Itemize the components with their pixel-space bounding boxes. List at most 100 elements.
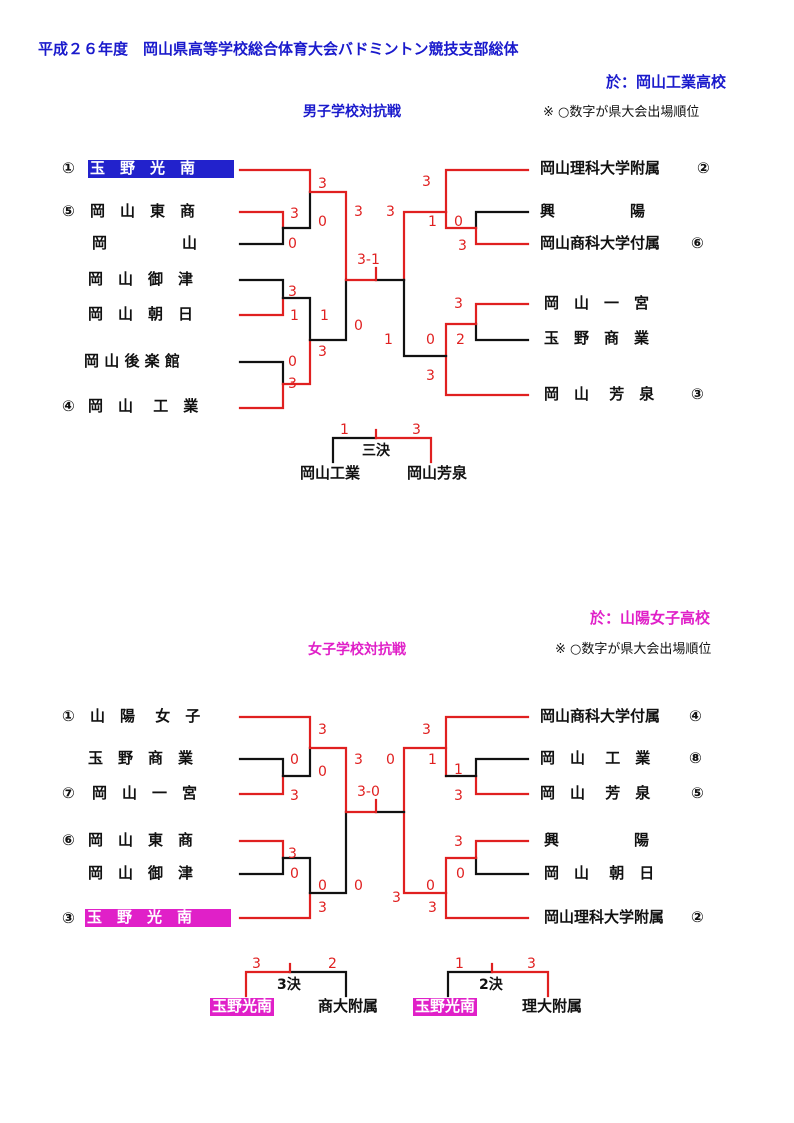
boys-left-team-1: 玉 野 光 南 <box>88 160 234 178</box>
girls-line-qf2-top <box>281 856 312 895</box>
boys-score-qf2-top: 1 <box>320 308 329 324</box>
boys-score-sf-right-bottom: 1 <box>384 332 393 348</box>
boys-third-left-team: 岡山工業 <box>300 464 361 482</box>
boys-line-tamanosho <box>474 322 530 342</box>
girls-second-right-score: 3 <box>527 956 536 972</box>
girls-line-qf2-winner <box>308 810 348 895</box>
girls-second-left-team: 玉野光南 <box>413 997 478 1016</box>
boys-third-label: 三決 <box>362 442 391 459</box>
girls-third-right-team: 商大附属 <box>318 997 379 1015</box>
boys-score-ichinomiya: 3 <box>454 296 463 312</box>
boys-line-qf-r2-winner <box>402 278 448 358</box>
girls-score-qf-r2: 0 <box>426 878 435 894</box>
boys-line-kogyo <box>238 382 285 410</box>
girls-right-team-3: 岡 山 芳 泉 <box>540 784 651 802</box>
boys-line-koyo <box>474 210 530 230</box>
boys-score-shoka: 3 <box>458 238 467 254</box>
boys-right-team-5: 玉 野 商 業 <box>544 329 650 347</box>
girls-line-konan <box>238 891 312 920</box>
girls-score-qf1-bottom: 0 <box>318 764 327 780</box>
girls-right-team-6: 岡山理科大学附属 <box>544 908 665 926</box>
boys-score-qf2-bottom: 3 <box>318 344 327 360</box>
girls-right-rank-3: ⑤ <box>691 784 704 802</box>
boys-third-left-score: 1 <box>340 422 349 438</box>
boys-line-qf1-bottom <box>281 190 312 230</box>
girls-score-sanyo: 3 <box>318 722 327 738</box>
girls-section-title: 女子学校対抗戦 <box>308 642 406 658</box>
girls-second-left-score: 1 <box>455 956 464 972</box>
girls-left-rank-1: ① <box>62 707 75 725</box>
girls-score-tamanosho: 0 <box>290 752 299 768</box>
boys-third-left-line <box>331 436 378 464</box>
boys-score-konan: 3 <box>318 176 327 192</box>
girls-line-asahi <box>474 856 530 876</box>
boys-right-team-6: 岡 山 芳 泉 <box>544 385 655 403</box>
page-title: 平成２６年度 岡山県高等学校総合体育大会バドミントン競技支部総体 <box>38 40 519 58</box>
boys-score-okayama: 0 <box>288 236 297 252</box>
girls-line-sanyo <box>238 715 312 750</box>
girls-left-team-5: 岡 山 御 津 <box>88 864 194 882</box>
boys-score-asahi: 1 <box>290 308 299 324</box>
girls-score-sf-left: 3 <box>354 752 363 768</box>
girls-left-team-6: 玉 野 光 南 <box>85 909 231 927</box>
girls-line-qf1-bottom <box>281 746 312 778</box>
boys-left-rank-7: ④ <box>62 397 75 415</box>
boys-line-okayama <box>238 226 285 246</box>
boys-left-rank-2: ⑤ <box>62 202 75 220</box>
girls-left-rank-4: ⑥ <box>62 831 75 849</box>
boys-score-hosen: 3 <box>426 368 435 384</box>
girls-score-sf-right-bottom: 3 <box>392 890 401 906</box>
girls-score-koyo: 3 <box>454 834 463 850</box>
girls-line-qf-r1-winner <box>402 746 448 814</box>
boys-score-korakukan: 0 <box>288 354 297 370</box>
girls-score-qf-r1: 1 <box>428 752 437 768</box>
boys-right-team-4: 岡 山 一 宮 <box>544 294 650 312</box>
boys-venue: 於：岡山工業高校 <box>606 73 727 91</box>
girls-score-higashisho: 3 <box>288 846 297 862</box>
boys-line-korakukan <box>238 360 285 386</box>
boys-score-sf-left-bottom: 0 <box>354 318 363 334</box>
girls-second-label: 2決 <box>479 976 504 993</box>
boys-third-right-score: 3 <box>412 422 421 438</box>
girls-right-team-2: 岡 山 工 業 <box>540 749 651 767</box>
girls-right-rank-1: ④ <box>689 707 702 725</box>
boys-right-rank-3: ⑥ <box>691 234 704 252</box>
boys-line-ichinomiya <box>474 302 530 326</box>
boys-score-qf1-bottom: 0 <box>318 214 327 230</box>
girls-left-team-3: 岡 山 一 宮 <box>92 784 198 802</box>
girls-left-team-2: 玉 野 商 業 <box>88 749 194 767</box>
girls-score-hosen: 3 <box>454 788 463 804</box>
boys-line-qf2-winner <box>308 278 348 342</box>
boys-score-kogyo: 3 <box>288 376 297 392</box>
boys-right-team-1: 岡山理科大学附属 <box>540 159 661 177</box>
girls-right-team-4: 興 陽 <box>544 831 650 849</box>
girls-right-team-1: 岡山商科大学付属 <box>540 707 661 725</box>
girls-line-koyo <box>474 839 530 860</box>
girls-score-asahi: 0 <box>456 866 465 882</box>
boys-left-team-3: 岡 山 <box>92 234 198 252</box>
girls-line-rika <box>444 891 530 920</box>
girls-score-mitsu: 0 <box>290 866 299 882</box>
boys-section-title: 男子学校対抗戦 <box>303 104 401 120</box>
girls-line-qf1-winner <box>308 746 348 814</box>
boys-left-team-2: 岡 山 東 商 <box>90 202 196 220</box>
girls-line-ichinomiya <box>238 774 285 796</box>
girls-score-ichinomiya: 3 <box>290 788 299 804</box>
boys-score-qf-r2: 0 <box>426 332 435 348</box>
boys-rank-note: ※ ○数字が県大会出場順位 <box>543 105 700 120</box>
boys-line-rika <box>444 168 530 214</box>
boys-left-rank-1: ① <box>62 159 75 177</box>
girls-third-left-line <box>244 970 292 998</box>
girls-score-konan: 3 <box>318 900 327 916</box>
boys-left-team-4: 岡 山 御 津 <box>88 270 194 288</box>
girls-left-rank-3: ⑦ <box>62 784 75 802</box>
boys-line-shoka <box>474 226 530 246</box>
boys-left-team-6: 岡 山 後 楽 館 <box>84 352 180 370</box>
boys-score-sf-right: 3 <box>386 204 395 220</box>
boys-line-qf-r1 <box>444 210 478 230</box>
boys-left-team-5: 岡 山 朝 日 <box>88 305 194 323</box>
girls-left-rank-6: ③ <box>62 909 75 927</box>
girls-score-sf-left-bottom: 0 <box>354 878 363 894</box>
boys-right-team-3: 岡山商科大学付属 <box>540 234 661 252</box>
